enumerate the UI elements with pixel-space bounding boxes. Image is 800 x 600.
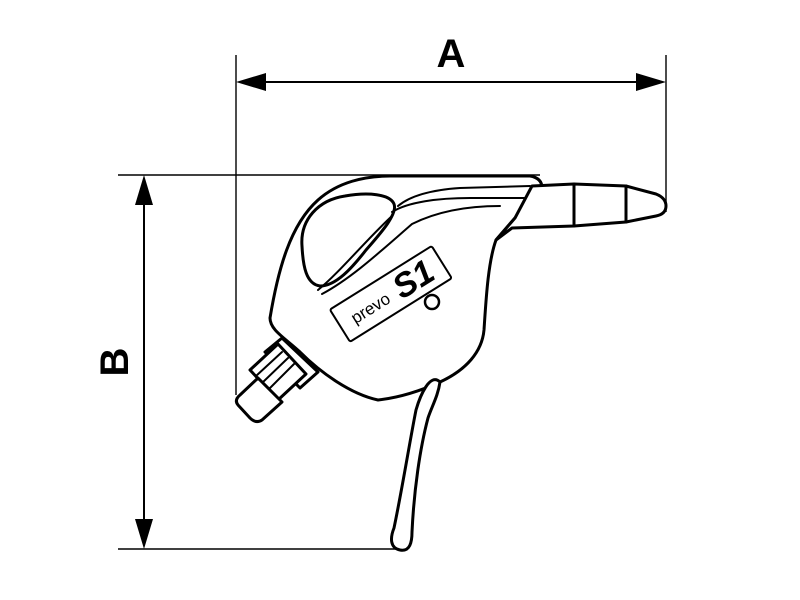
dimension-b: B [93, 174, 540, 550]
barrel-line [391, 197, 537, 213]
dimension-b-arrow-bottom [135, 519, 153, 549]
dimension-a-arrow-right [636, 73, 666, 91]
coupling-ring-2 [261, 357, 289, 384]
top-ridge-line [397, 185, 531, 207]
brand-plate-border [329, 245, 453, 343]
nozzle-sleeve [572, 182, 628, 228]
side-contour [321, 205, 501, 295]
screw-hole-icon [423, 293, 441, 311]
dimension-a-label: A [437, 32, 466, 76]
dimension-b-label: B [93, 348, 137, 377]
dimension-a-arrow-left [236, 73, 266, 91]
blow-gun: prevo S1 [234, 174, 668, 552]
inlet-coupling [234, 336, 320, 424]
coupling-nipple [234, 376, 284, 424]
dimension-b-arrow-top [135, 175, 153, 205]
grip-opening [300, 192, 397, 288]
trigger-lever [390, 378, 442, 552]
coupling-ring-1 [255, 351, 283, 377]
dimension-a: A [235, 32, 667, 395]
coupling-ring-3 [267, 363, 295, 391]
nozzle [494, 182, 668, 242]
nozzle-tip [624, 184, 668, 224]
grip-inner-edge [317, 215, 393, 291]
